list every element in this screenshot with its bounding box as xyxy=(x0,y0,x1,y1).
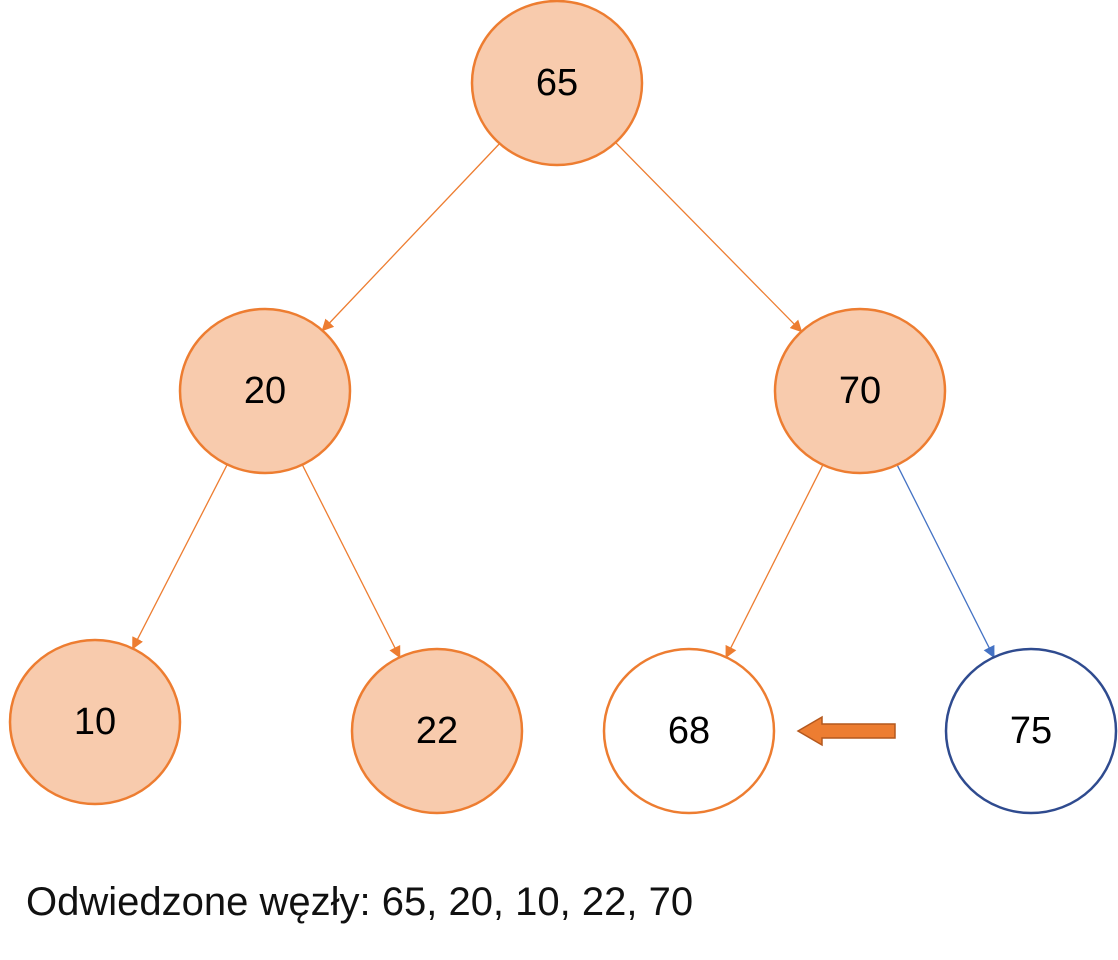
node-label: 20 xyxy=(244,370,286,412)
edge-70-75 xyxy=(896,464,995,659)
edges xyxy=(132,142,995,659)
pointer-arrow xyxy=(796,715,896,747)
node-circle xyxy=(8,638,182,806)
node-label: 22 xyxy=(416,710,458,752)
tree-node-10: 10 xyxy=(8,638,182,806)
node-label: 70 xyxy=(839,370,881,412)
node-circle xyxy=(470,0,644,167)
edge-65-70 xyxy=(615,142,803,333)
node-label: 75 xyxy=(1010,710,1052,752)
visited-nodes-caption: Odwiedzone węzły: 65, 20, 10, 22, 70 xyxy=(26,880,694,924)
nodes: 65 20 70 10 22 68 75 xyxy=(8,0,1118,815)
node-circle xyxy=(944,647,1118,815)
edge-20-10 xyxy=(132,464,228,650)
node-label: 68 xyxy=(668,710,710,752)
tree-node-70: 70 xyxy=(773,307,947,475)
node-circle xyxy=(773,307,947,475)
tree-node-20: 20 xyxy=(178,307,352,475)
edge-20-22 xyxy=(301,464,401,659)
node-circle xyxy=(602,647,776,815)
tree-node-22: 22 xyxy=(350,647,524,815)
node-label: 10 xyxy=(74,701,116,743)
tree-node-75: 75 xyxy=(944,647,1118,815)
left-arrow-icon xyxy=(796,715,896,747)
edge-70-68 xyxy=(725,464,824,659)
node-circle xyxy=(178,307,352,475)
node-circle xyxy=(350,647,524,815)
edge-65-20 xyxy=(321,143,501,332)
node-label: 65 xyxy=(536,62,578,104)
tree-node-68: 68 xyxy=(602,647,776,815)
tree-node-65: 65 xyxy=(470,0,644,167)
